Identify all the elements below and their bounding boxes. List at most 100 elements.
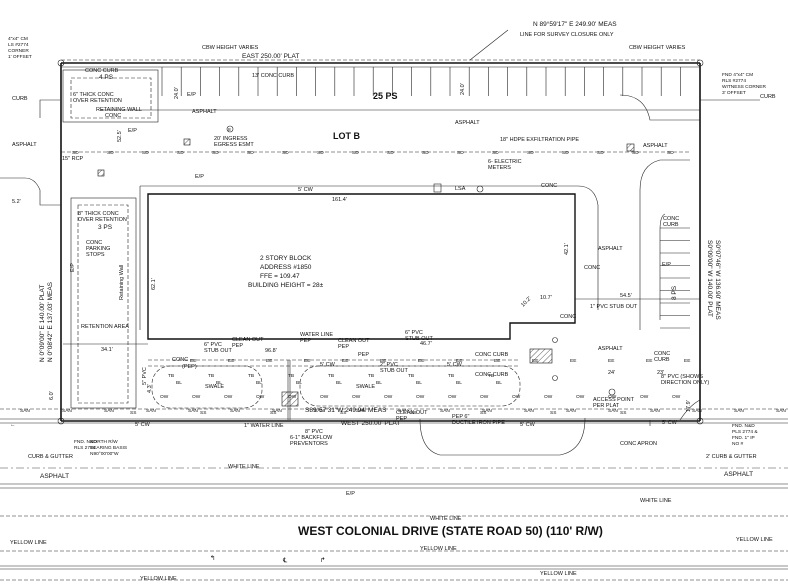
road-area: [0, 408, 788, 581]
curb-gutter-label: CURB & GUTTER: [28, 454, 73, 460]
pep6-line1: PEP 6": [452, 414, 469, 420]
transformer-pad: [529, 348, 553, 364]
utility-symbol-label: OW: [512, 394, 521, 400]
utility-symbol-label: SD: [562, 150, 569, 156]
svg-text:PLS 2774 &: PLS 2774 &: [732, 429, 758, 435]
svg-text:3' OFFSET: 3' OFFSET: [722, 90, 746, 96]
utility-symbol-label: BL: [176, 380, 182, 386]
ep-nw2: E/P: [128, 128, 137, 134]
dim-161: 161.4': [332, 197, 347, 203]
ingress-ref: 8: [228, 127, 231, 133]
asphalt-road-w: ASPHALT: [40, 473, 69, 480]
dim-24-north2: 24.0': [460, 83, 466, 95]
se-monument-icon: [696, 417, 704, 425]
svg-text:BEARING BASIS: BEARING BASIS: [90, 445, 127, 451]
nw-conc-label: CONC CURB: [85, 68, 119, 74]
drain-inlet-w-icon: [97, 169, 105, 177]
east-asphalt-bldg2: ASPHALT: [598, 346, 623, 352]
utility-marker-icon: [552, 337, 558, 343]
access-ref-icon: [608, 388, 616, 396]
pvc6b-line2: STUB OUT: [405, 336, 433, 342]
building-title: 2 STORY BLOCK: [260, 255, 312, 262]
dim-525: 52.5': [117, 130, 123, 142]
ep-west: E/P: [70, 263, 76, 272]
ingress-ref-icon: [226, 125, 234, 133]
dim-24-north: 24.0': [174, 87, 180, 99]
utility-symbol-label: SAN: [776, 408, 786, 414]
arrow-icon-2: ↱: [320, 556, 325, 564]
east-parking-count: 8 PS: [671, 285, 678, 300]
access-point-line2: PER PLAT: [593, 403, 620, 409]
dim-179: 17.9': [686, 400, 692, 412]
east-asphalt-bldg: ASPHALT: [598, 246, 623, 252]
retention-area-label: RETENTION AREA: [81, 324, 129, 330]
nw-parking-count: 4 PS: [99, 74, 114, 81]
cleanout1-line1: CLEAN OUT: [232, 337, 264, 343]
yellow-line-3: YELLOW LINE: [736, 537, 773, 543]
lsa-box-icon: [433, 183, 442, 193]
svg-text:FND 4"x4" CM: FND 4"x4" CM: [722, 72, 753, 78]
utility-symbol-label: EE: [380, 358, 386, 364]
utility-symbol-label: SD: [317, 150, 324, 156]
utility-symbol-label: BL: [376, 380, 382, 386]
cleanout2-line1: CLEAN OUT: [338, 338, 370, 344]
cw-s3: 5' CW: [520, 422, 536, 428]
ingress-line1: 20' INGRESS: [214, 136, 248, 142]
cw-north-bldg: 5' CW: [298, 187, 314, 193]
utility-symbol-label: BL: [256, 380, 262, 386]
electric-line1: 6- ELECTRIC: [488, 159, 522, 165]
curb-gutter2-label: 2' CURB & GUTTER: [706, 454, 757, 460]
nw-slab-line1: 6" THICK CONC: [73, 92, 114, 98]
east-asphalt-label: ASPHALT: [643, 143, 668, 149]
utility-symbol-label: BL: [416, 380, 422, 386]
conc-curb-e4: CURB: [654, 357, 670, 363]
ingress-line2: EGRESS ESMT: [214, 142, 254, 148]
utility-symbol-label: TB: [248, 373, 254, 379]
utility-symbol-label: SAN: [188, 408, 198, 414]
conc-apron-label: CONC APRON: [620, 441, 657, 447]
utility-symbol-label: EE: [684, 358, 690, 364]
utility-symbol-label: SD: [667, 150, 674, 156]
nw-monument-note: 4"x4" CM LS #2774 CORNER 1' OFFSET: [8, 36, 32, 60]
utility-symbol-label: SAN: [272, 408, 282, 414]
utility-symbol-label: SAN: [692, 408, 702, 414]
utility-symbol-label: SS: [480, 410, 486, 416]
utility-symbol-label: SD: [597, 150, 604, 156]
utility-symbol-label: SD: [247, 150, 254, 156]
svg-text:1' OFFSET: 1' OFFSET: [8, 54, 32, 60]
utility-symbol-label: SS: [340, 410, 346, 416]
south-plat-label: WEST 250.00' PLAT: [341, 420, 400, 427]
dim-102: 10.2': [520, 296, 533, 309]
cbw-label-1: CBW HEIGHT VARIES: [202, 45, 259, 51]
utility-symbol-label: SS: [200, 410, 206, 416]
dim-42: 42.1': [564, 243, 570, 255]
w-slab-line2: OVER RETENTION: [78, 217, 127, 223]
ne-monument-note: FND 4"x4" CM RLS #2774 WITNESS CORNER 3'…: [722, 72, 767, 96]
utility-symbol-label: SS: [410, 410, 416, 416]
w-slab-line1: 8" THICK CONC: [78, 211, 119, 217]
utility-symbol-label: SD: [527, 150, 534, 156]
utility-symbol-label: SS: [270, 410, 276, 416]
electric-meter-icon: [476, 185, 484, 193]
south-meas-label: S89°57'31"W 249.94' MEAS: [305, 406, 387, 414]
dim-23: 23': [657, 370, 664, 376]
ep-nw: E/P: [187, 92, 196, 98]
utility-symbol-label: SD: [422, 150, 429, 156]
dim-467: 46.7': [420, 341, 432, 347]
utility-symbol-label: EE: [304, 358, 310, 364]
building-address: ADDRESS #1850: [260, 264, 312, 271]
utility-symbol-label: SS: [620, 410, 626, 416]
utility-symbol-label: SD: [457, 150, 464, 156]
white-line-2: WHITE LINE: [430, 516, 462, 522]
dim-52: 5.2': [12, 199, 21, 205]
utility-symbol-label: SAN: [230, 408, 240, 414]
east-parking-stalls: [660, 227, 690, 329]
cleanout2-line2: PEP: [338, 344, 349, 350]
backflow-line2: 6-1" BACKFLOW: [290, 435, 333, 441]
utility-symbol-label: OW: [576, 394, 585, 400]
utility-symbol-label: EE: [494, 358, 500, 364]
utility-symbol-label: SD: [352, 150, 359, 156]
curb-label-e: CURB: [760, 94, 776, 100]
utility-symbol-label: BL: [216, 380, 222, 386]
